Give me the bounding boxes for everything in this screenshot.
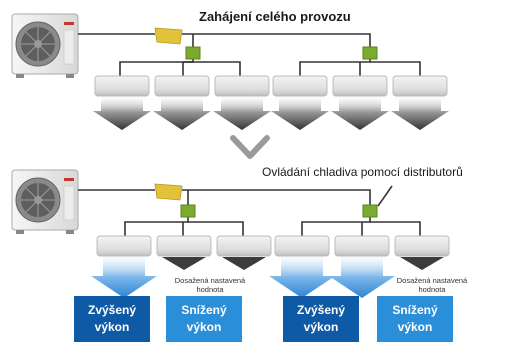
bottom-section-title: Ovládání chladiva pomocí distributorů (262, 165, 463, 179)
setpoint-note-left: Dosažená nastavená hodnota (174, 276, 246, 294)
outdoor-unit-top (11, 13, 79, 78)
airflow-arrow-increased-4 (329, 257, 395, 298)
airflow-arrow-increased-1 (91, 257, 157, 298)
distributor-top-left (185, 46, 201, 60)
distributor-bottom-right (362, 204, 378, 218)
valve-bottom (154, 183, 183, 201)
airflow-arrows-top (93, 97, 449, 130)
valve-top (154, 27, 183, 45)
distributor-top-right (362, 46, 378, 60)
top-section-title: Zahájení celého provozu (199, 9, 351, 24)
setpoint-note-right: Dosažená nastavená hodnota (396, 276, 468, 294)
distributor-bottom-left (180, 204, 196, 218)
airflow-arrow-increased-3 (269, 257, 335, 298)
pipework-top (78, 33, 421, 76)
indoor-units-top (94, 75, 448, 97)
transition-chevron-icon (230, 135, 270, 159)
airflow-arrows-reduced (162, 257, 444, 270)
indoor-units-bottom (96, 235, 450, 257)
pipework-bottom (78, 185, 421, 236)
outdoor-unit-bottom (11, 169, 79, 234)
